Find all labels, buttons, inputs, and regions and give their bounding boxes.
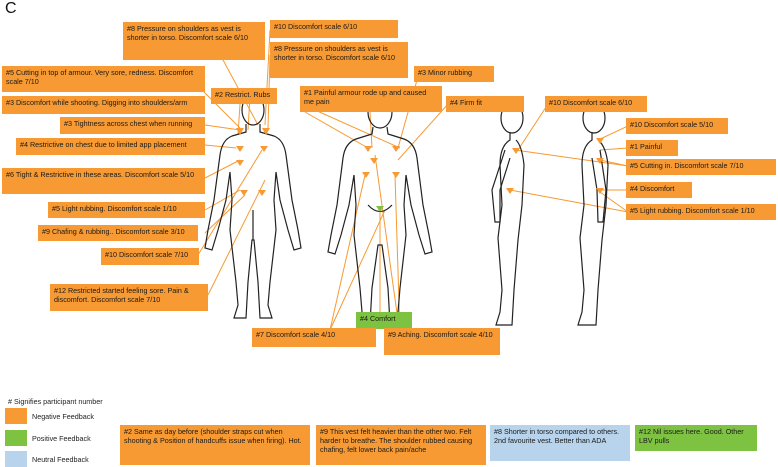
callout-4-discomfort: #4 Discomfort xyxy=(626,182,692,198)
callout-2-restrict-rubs: #2 Restrict. Rubs xyxy=(211,88,277,104)
legend-swatch-neutral xyxy=(5,451,27,467)
legend-label-positive: Positive Feedback xyxy=(32,434,91,443)
panel-label: C xyxy=(5,0,17,17)
callout-3-discomfort-shooting: #3 Discomfort while shooting. Digging in… xyxy=(2,96,205,114)
callout-4-comfort: #4 Comfort xyxy=(356,312,412,329)
callout-9-aching: #9 Aching. Discomfort scale 4/10 xyxy=(384,328,500,355)
comment-12-nil-issues: #12 Nil issues here. Good. Other LBV pul… xyxy=(635,425,757,451)
callout-8-pressure-shoulders: #8 Pressure on shoulders as vest is shor… xyxy=(123,22,265,60)
callout-5-light-rubbing-side: #5 Light rubbing. Discomfort scale 1/10 xyxy=(626,204,776,220)
callout-1-painful-armour: #1 Painful armour rode up and caused me … xyxy=(300,86,442,112)
legend-label-neutral: Neutral Feedback xyxy=(32,455,89,464)
comfort-marker xyxy=(376,206,384,212)
legend-swatch-positive xyxy=(5,430,27,446)
callout-10-discomfort-6: #10 Discomfort scale 6/10 xyxy=(270,20,398,38)
callout-3-tightness-chest: #3 Tightness across chest when running xyxy=(60,117,205,134)
side-body-figure-right xyxy=(577,102,609,326)
comment-8-shorter-torso: #8 Shorter in torso compared to others. … xyxy=(490,425,630,461)
callout-5-cutting-top: #5 Cutting in top of armour. Very sore, … xyxy=(2,66,205,92)
callout-5-light-rubbing-front: #5 Light rubbing. Discomfort scale 1/10 xyxy=(48,202,205,218)
pain-markers xyxy=(236,128,604,196)
callout-1-painful: #1 Painful xyxy=(626,140,678,156)
legend-label-negative: Negative Feedback xyxy=(32,412,94,421)
callout-8-pressure-shoulders-back: #8 Pressure on shoulders as vest is shor… xyxy=(270,42,408,78)
callout-10-discomfort-6-side: #10 Discomfort scale 6/10 xyxy=(545,96,647,112)
callout-6-tight-restrictive: #6 Tight & Restrictive in these areas. D… xyxy=(2,168,205,194)
comment-2-same-as-day-before: #2 Same as day before (shoulder straps c… xyxy=(120,425,310,465)
callout-4-firm-fit: #4 Firm fit xyxy=(446,96,524,112)
callout-7-discomfort-4: #7 Discomfort scale 4/10 xyxy=(252,328,376,347)
side-body-figure-left xyxy=(491,102,525,326)
leader-lines xyxy=(191,29,629,336)
legend-swatch-negative xyxy=(5,408,27,424)
callout-10-discomfort-7: #10 Discomfort scale 7/10 xyxy=(101,248,199,265)
front-body-figure xyxy=(204,94,302,319)
callout-5-cutting-in: #5 Cutting in. Discomfort scale 7/10 xyxy=(626,159,776,175)
callout-4-restrictive-chest: #4 Restrictive on chest due to limited a… xyxy=(16,138,205,155)
callout-12-restricted-sore: #12 Restricted started feeling sore. Pai… xyxy=(50,284,208,311)
callout-10-discomfort-5: #10 Discomfort scale 5/10 xyxy=(626,118,728,134)
legend-note: # Signifies participant number xyxy=(8,397,103,406)
callout-9-chafing: #9 Chafing & rubbing.. Discomfort scale … xyxy=(38,225,198,241)
callout-3-minor-rubbing: #3 Minor rubbing xyxy=(414,66,494,82)
comment-9-heavier-vest: #9 This vest felt heavier than the other… xyxy=(316,425,486,465)
